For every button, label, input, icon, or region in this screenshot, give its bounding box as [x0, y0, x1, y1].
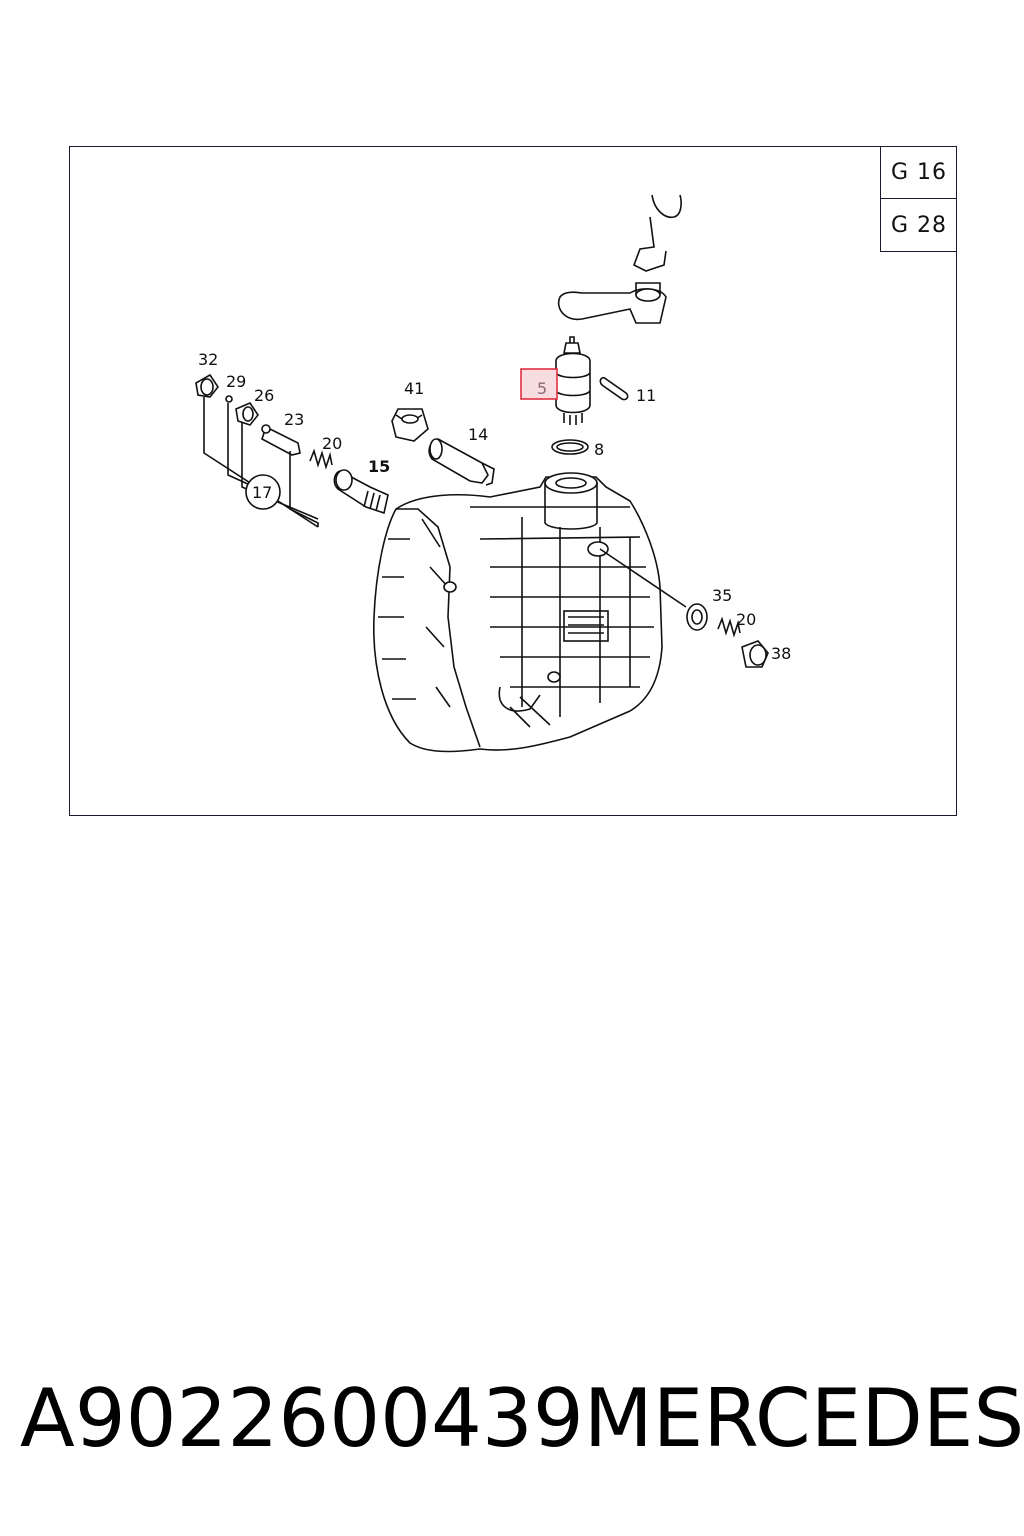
part-17-group-circle — [245, 474, 281, 510]
part-41-switch — [391, 408, 429, 442]
part-label-41: 41 — [404, 379, 424, 398]
transmission-exploded-view: 32 29 26 23 20 17 15 41 14 5 11 8 35 20 … — [195, 194, 791, 753]
reference-table: G 16 G 28 — [880, 146, 957, 252]
part-label-8: 8 — [594, 440, 604, 459]
parts-32-29-26-23 — [195, 373, 301, 456]
part-label-5[interactable]: 5 — [537, 379, 547, 398]
footer: A9022600439 MERCEDES — [20, 1368, 1024, 1468]
part-label-20-left: 20 — [322, 434, 342, 453]
brand-name: MERCEDES — [583, 1371, 1024, 1465]
leader-lines-17 — [203, 397, 319, 528]
part-14-shaft — [428, 438, 495, 486]
part-label-11: 11 — [636, 386, 656, 405]
part-label-29: 29 — [226, 372, 246, 391]
part-label-26: 26 — [254, 386, 274, 405]
part-15-bolt — [333, 469, 389, 515]
part-35-seal — [686, 603, 708, 631]
part-label-35: 35 — [712, 586, 732, 605]
leader-line-35 — [599, 548, 687, 608]
part-20-spring-right — [717, 616, 741, 638]
part-number: A9022600439 — [20, 1371, 584, 1465]
part-20-spring-left — [309, 448, 333, 470]
part-label-32: 32 — [198, 350, 218, 369]
part-label-23: 23 — [284, 410, 304, 429]
parts-diagram: G 16 G 28 — [69, 146, 957, 816]
highlight-box-part-5[interactable] — [520, 368, 558, 400]
part-label-38: 38 — [771, 644, 791, 663]
transmission-housing — [372, 472, 663, 753]
part-11-pin — [599, 376, 629, 401]
part-label-20-right: 20 — [736, 610, 756, 629]
ref-code-g28: G 28 — [881, 198, 957, 251]
part-label-14: 14 — [468, 425, 488, 444]
shift-linkage — [557, 194, 682, 324]
part-5-speed-sensor — [520, 336, 591, 425]
ref-code-g16: G 16 — [890, 159, 948, 185]
part-label-15: 15 — [368, 457, 390, 476]
part-38-plug — [741, 640, 769, 668]
part-label-17: 17 — [252, 483, 272, 502]
